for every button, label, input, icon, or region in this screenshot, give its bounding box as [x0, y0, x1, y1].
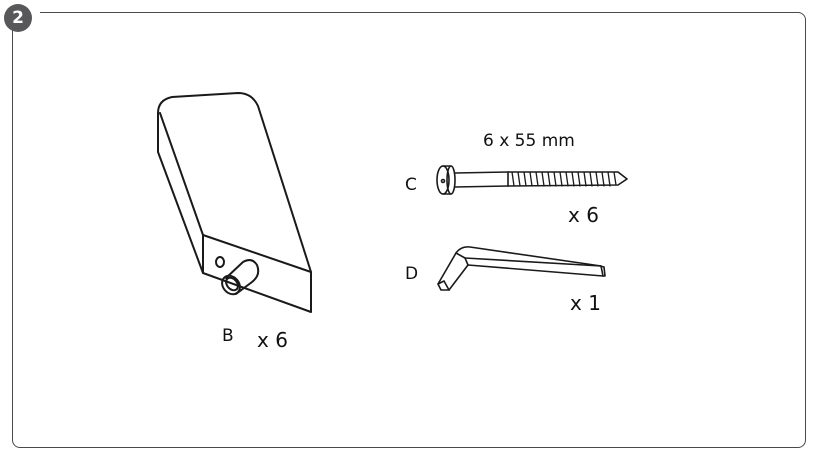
part-c-quantity: x 6	[568, 203, 599, 227]
step-number-badge: 2	[4, 4, 32, 32]
part-c-dimension: 6 x 55 mm	[483, 131, 575, 151]
part-c-letter: C	[405, 175, 417, 195]
part-d-letter: D	[405, 264, 419, 284]
part-d-allen-key-illustration	[437, 246, 606, 291]
part-c-screw-illustration	[436, 165, 628, 195]
part-b-quantity: x 6	[257, 328, 288, 352]
part-b-letter: B	[222, 326, 234, 346]
part-d-quantity: x 1	[570, 291, 601, 315]
part-b-leg-block-illustration	[157, 92, 312, 313]
step-frame	[12, 12, 806, 448]
